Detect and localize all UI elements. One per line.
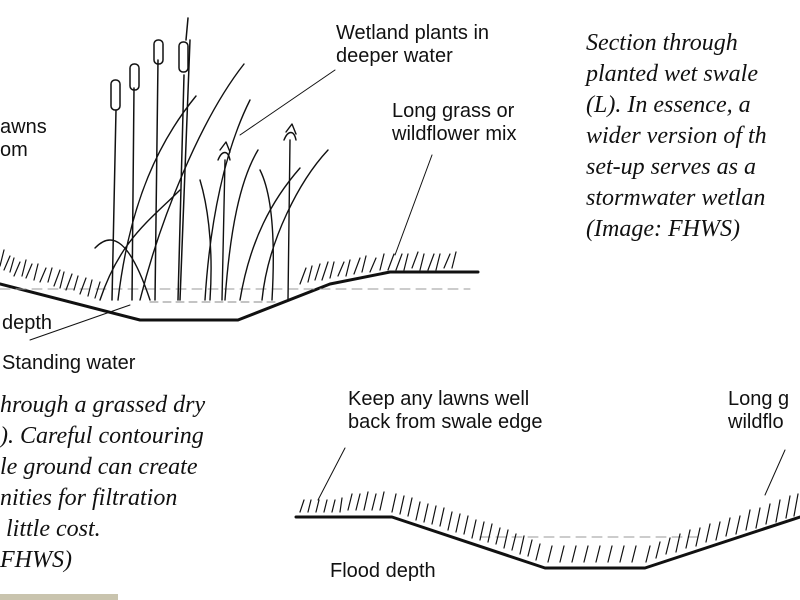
grass-tufts-top: [0, 249, 457, 299]
label-keep-lawns: Keep any lawns well back from swale edge: [348, 388, 543, 433]
cattails: [110, 17, 191, 301]
dry-swale-ground: [294, 515, 800, 570]
thumbnail-strip: [0, 594, 118, 600]
caption-wet-swale: Section through planted wet swale (L). I…: [586, 30, 767, 242]
wet-swale-ground: [0, 270, 480, 322]
label-depth-fragment: depth: [2, 312, 53, 334]
label-wetland-plants: Wetland plants in deeper water: [336, 22, 490, 67]
label-long-grass-bottom: Long g wildflo: [728, 388, 790, 433]
reed-leaves: [94, 63, 329, 301]
pointer-long-grass-bottom: [764, 449, 786, 496]
label-lawns-fragment: awns om: [0, 116, 47, 161]
label-standing-water: Standing water: [2, 352, 136, 374]
pointer-wetland: [239, 69, 336, 136]
pointer-long-grass-top: [394, 154, 433, 256]
wet-swale-section: [0, 17, 480, 341]
pointer-keep-lawns: [317, 447, 346, 501]
dry-swale-section: [294, 447, 800, 570]
pointer-standing-water: [29, 304, 131, 341]
caption-dry-swale: hrough a grassed dry ). Careful contouri…: [0, 392, 206, 573]
label-flood-depth: Flood depth: [330, 560, 436, 582]
grass-tufts-bottom: [299, 491, 799, 563]
iris-flowers: [199, 123, 297, 301]
label-long-grass-top: Long grass or wildflower mix: [392, 100, 517, 145]
